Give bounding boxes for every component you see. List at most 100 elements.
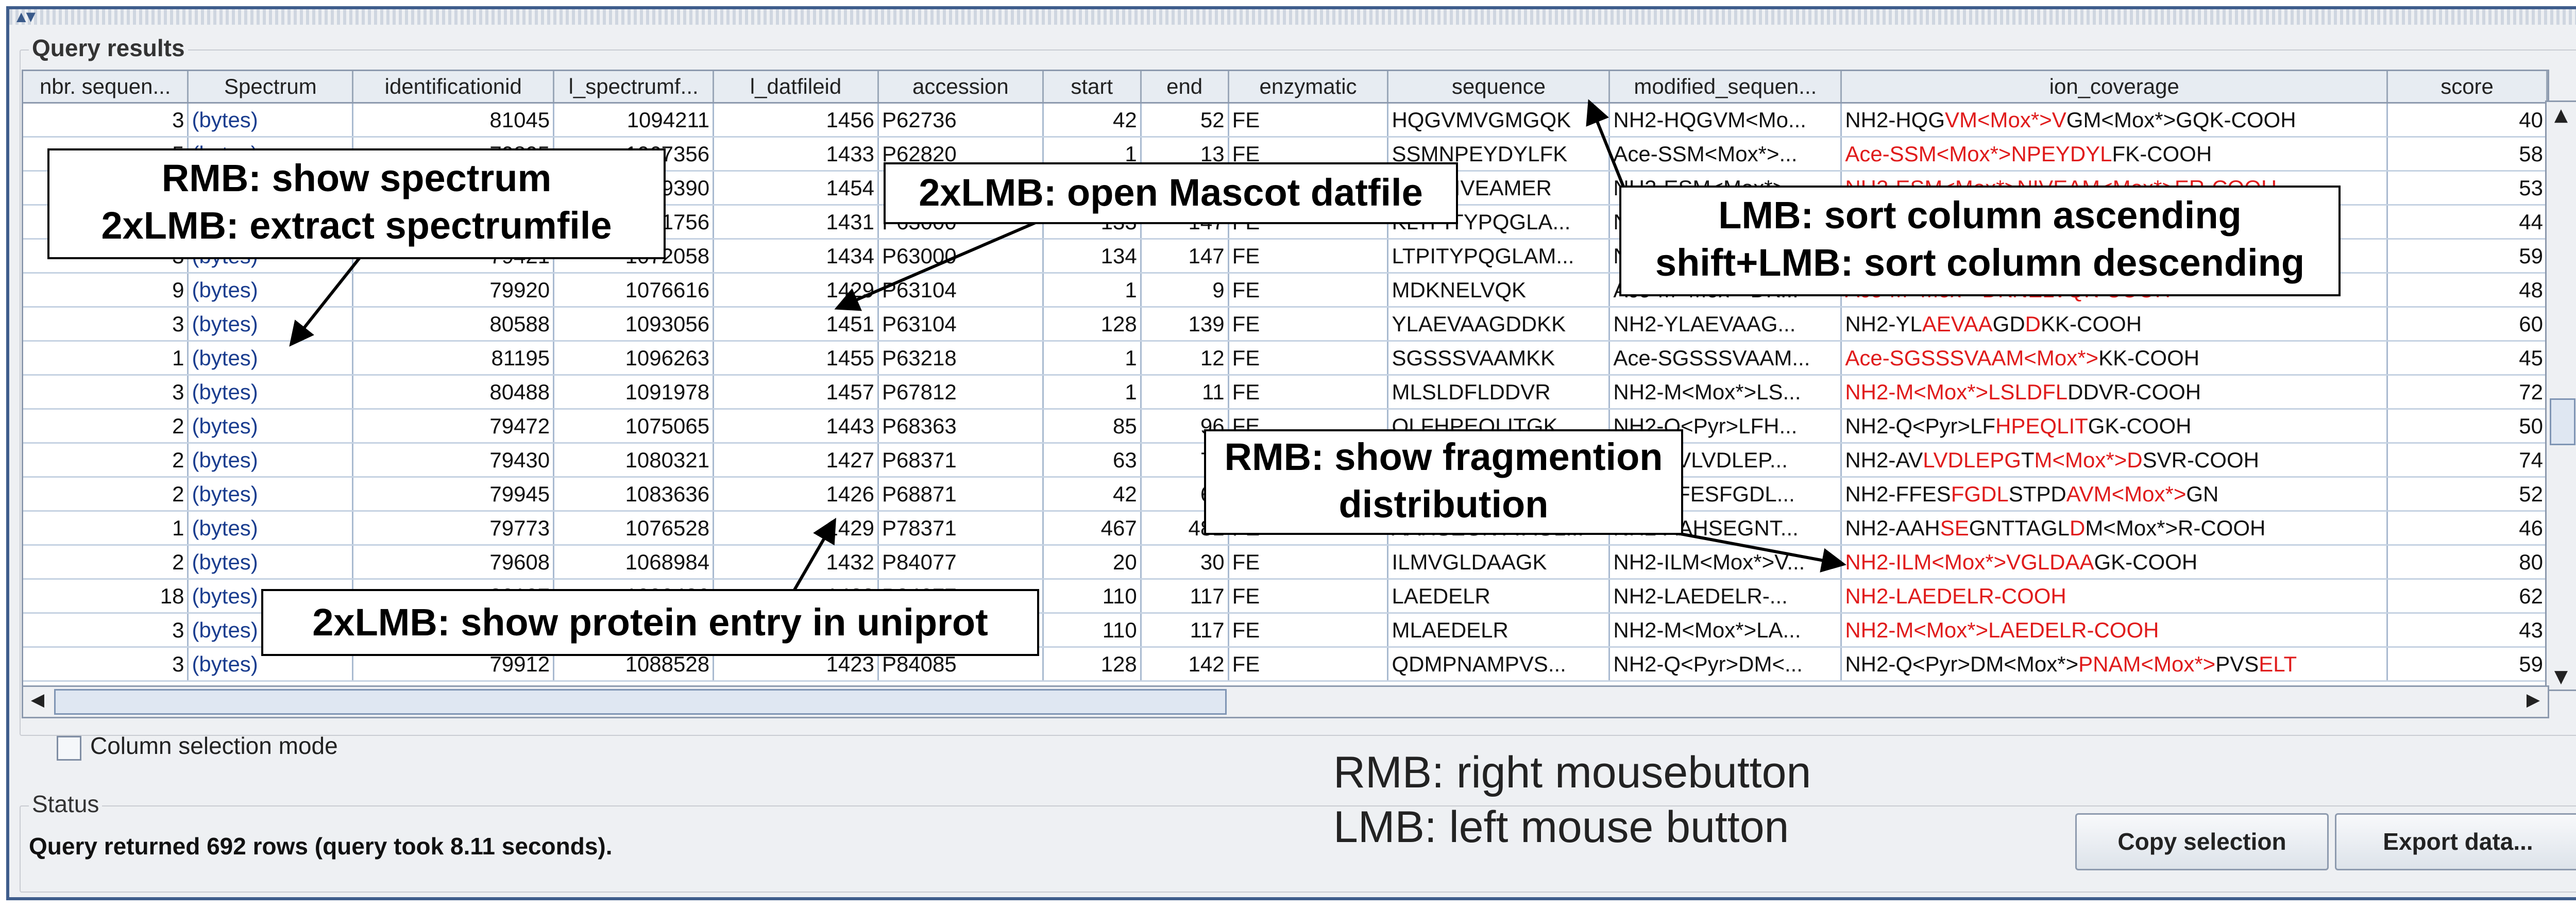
scroll-up-icon[interactable]: ▲: [2554, 105, 2568, 125]
cell-score[interactable]: 60: [2387, 307, 2548, 342]
cell-spectrumfile-id[interactable]: 1096263: [553, 341, 715, 376]
cell-score[interactable]: 58: [2387, 137, 2548, 172]
cell-sequence[interactable]: MLSLDFLDDVR: [1387, 375, 1611, 410]
scroll-right-icon[interactable]: ▶: [2526, 690, 2540, 710]
cell-start[interactable]: 42: [1043, 103, 1142, 138]
cell-nbr-sequences[interactable]: 3: [23, 103, 189, 138]
column-header[interactable]: l_spectrumf...: [553, 71, 715, 104]
cell-start[interactable]: 85: [1043, 409, 1142, 444]
cell-spectrumfile-id[interactable]: 1091978: [553, 375, 715, 410]
cell-sequence[interactable]: MLAEDELR: [1387, 613, 1611, 648]
cell-nbr-sequences[interactable]: 3: [23, 613, 189, 648]
column-header[interactable]: sequence: [1387, 71, 1611, 104]
cell-ion-coverage[interactable]: Ace-SSM<Mox*>NPEYDYLFK-COOH: [1841, 137, 2388, 172]
cell-identificationid[interactable]: 79430: [352, 443, 555, 478]
cell-nbr-sequences[interactable]: 1: [23, 341, 189, 376]
cell-accession[interactable]: P68363: [878, 409, 1044, 444]
cell-identificationid[interactable]: 81045: [352, 103, 555, 138]
cell-datfile-id[interactable]: 1456: [713, 103, 879, 138]
cell-start[interactable]: 1: [1043, 273, 1142, 308]
cell-accession[interactable]: P67812: [878, 375, 1044, 410]
cell-datfile-id[interactable]: 1454: [713, 171, 879, 206]
cell-end[interactable]: 117: [1141, 579, 1229, 614]
cell-identificationid[interactable]: 80488: [352, 375, 555, 410]
scroll-down-icon[interactable]: ▼: [2554, 666, 2568, 687]
cell-datfile-id[interactable]: 1434: [713, 239, 879, 274]
cell-start[interactable]: 1: [1043, 341, 1142, 376]
cell-datfile-id[interactable]: 1432: [713, 545, 879, 580]
cell-spectrum-link[interactable]: (bytes): [188, 375, 354, 410]
cell-spectrumfile-id[interactable]: 1094211: [553, 103, 715, 138]
export-data-button[interactable]: Export data...: [2335, 813, 2576, 870]
cell-ion-coverage[interactable]: NH2-FFESFGDLSTPDAVM<Mox*>GN: [1841, 477, 2388, 512]
column-header[interactable]: Spectrum: [188, 71, 354, 104]
scroll-left-icon[interactable]: ◀: [30, 690, 45, 710]
column-header[interactable]: nbr. sequen...: [23, 71, 189, 104]
cell-accession[interactable]: P63218: [878, 341, 1044, 376]
cell-score[interactable]: 74: [2387, 443, 2548, 478]
cell-modified-sequence[interactable]: NH2-LAEDELR-...: [1609, 579, 1842, 614]
cell-modified-sequence[interactable]: Ace-SSM<Mox*>...: [1609, 137, 1842, 172]
cell-score[interactable]: 80: [2387, 545, 2548, 580]
cell-identificationid[interactable]: 79472: [352, 409, 555, 444]
cell-identificationid[interactable]: 79945: [352, 477, 555, 512]
cell-enzymatic[interactable]: FE: [1228, 613, 1389, 648]
cell-modified-sequence[interactable]: NH2-HQGVM<Mo...: [1609, 103, 1842, 138]
cell-start[interactable]: 128: [1043, 647, 1142, 682]
cell-datfile-id[interactable]: 1429: [713, 511, 879, 546]
cell-nbr-sequences[interactable]: 2: [23, 443, 189, 478]
horizontal-scrollbar[interactable]: ◀ ▶: [22, 685, 2549, 718]
cell-end[interactable]: 117: [1141, 613, 1229, 648]
cell-enzymatic[interactable]: FE: [1228, 341, 1389, 376]
cell-spectrum-link[interactable]: (bytes): [188, 307, 354, 342]
cell-enzymatic[interactable]: FE: [1228, 375, 1389, 410]
cell-accession[interactable]: P68871: [878, 477, 1044, 512]
cell-ion-coverage[interactable]: NH2-AAHSEGNTTAGLDM<Mox*>R-COOH: [1841, 511, 2388, 546]
cell-sequence[interactable]: LTPITYPQGLAM...: [1387, 239, 1611, 274]
cell-spectrum-link[interactable]: (bytes): [188, 511, 354, 546]
cell-start[interactable]: 467: [1043, 511, 1142, 546]
cell-identificationid[interactable]: 81195: [352, 341, 555, 376]
cell-datfile-id[interactable]: 1426: [713, 477, 879, 512]
cell-spectrumfile-id[interactable]: 1076528: [553, 511, 715, 546]
cell-datfile-id[interactable]: 1433: [713, 137, 879, 172]
cell-enzymatic[interactable]: FE: [1228, 545, 1389, 580]
cell-spectrumfile-id[interactable]: 1076616: [553, 273, 715, 308]
cell-score[interactable]: 59: [2387, 647, 2548, 682]
cell-ion-coverage[interactable]: NH2-YLAEVAAGDDKK-COOH: [1841, 307, 2388, 342]
cell-identificationid[interactable]: 79608: [352, 545, 555, 580]
cell-modified-sequence[interactable]: NH2-ILM<Mox*>V...: [1609, 545, 1842, 580]
cell-spectrum-link[interactable]: (bytes): [188, 477, 354, 512]
cell-end[interactable]: 9: [1141, 273, 1229, 308]
column-header[interactable]: modified_sequen...: [1609, 71, 1842, 104]
cell-ion-coverage[interactable]: NH2-AVLVDLEPGTM<Mox*>DSVR-COOH: [1841, 443, 2388, 478]
cell-sequence[interactable]: YLAEVAAGDDKK: [1387, 307, 1611, 342]
column-header[interactable]: enzymatic: [1228, 71, 1389, 104]
cell-nbr-sequences[interactable]: 3: [23, 375, 189, 410]
cell-enzymatic[interactable]: FE: [1228, 579, 1389, 614]
cell-ion-coverage[interactable]: Ace-SGSSSVAAM<Mox*>KK-COOH: [1841, 341, 2388, 376]
cell-spectrum-link[interactable]: (bytes): [188, 103, 354, 138]
cell-nbr-sequences[interactable]: 1: [23, 511, 189, 546]
column-header[interactable]: identificationid: [352, 71, 555, 104]
cell-score[interactable]: 46: [2387, 511, 2548, 546]
cell-spectrumfile-id[interactable]: 1080321: [553, 443, 715, 478]
vertical-scrollbar[interactable]: ▲ ▼: [2545, 100, 2576, 691]
cell-score[interactable]: 52: [2387, 477, 2548, 512]
cell-spectrum-link[interactable]: (bytes): [188, 341, 354, 376]
cell-identificationid[interactable]: 80588: [352, 307, 555, 342]
column-header[interactable]: end: [1141, 71, 1229, 104]
cell-nbr-sequences[interactable]: 3: [23, 307, 189, 342]
cell-score[interactable]: 50: [2387, 409, 2548, 444]
cell-datfile-id[interactable]: 1443: [713, 409, 879, 444]
cell-end[interactable]: 30: [1141, 545, 1229, 580]
cell-identificationid[interactable]: 79773: [352, 511, 555, 546]
cell-accession[interactable]: P84077: [878, 545, 1044, 580]
cell-start[interactable]: 1: [1043, 375, 1142, 410]
cell-sequence[interactable]: LAEDELR: [1387, 579, 1611, 614]
cell-end[interactable]: 142: [1141, 647, 1229, 682]
